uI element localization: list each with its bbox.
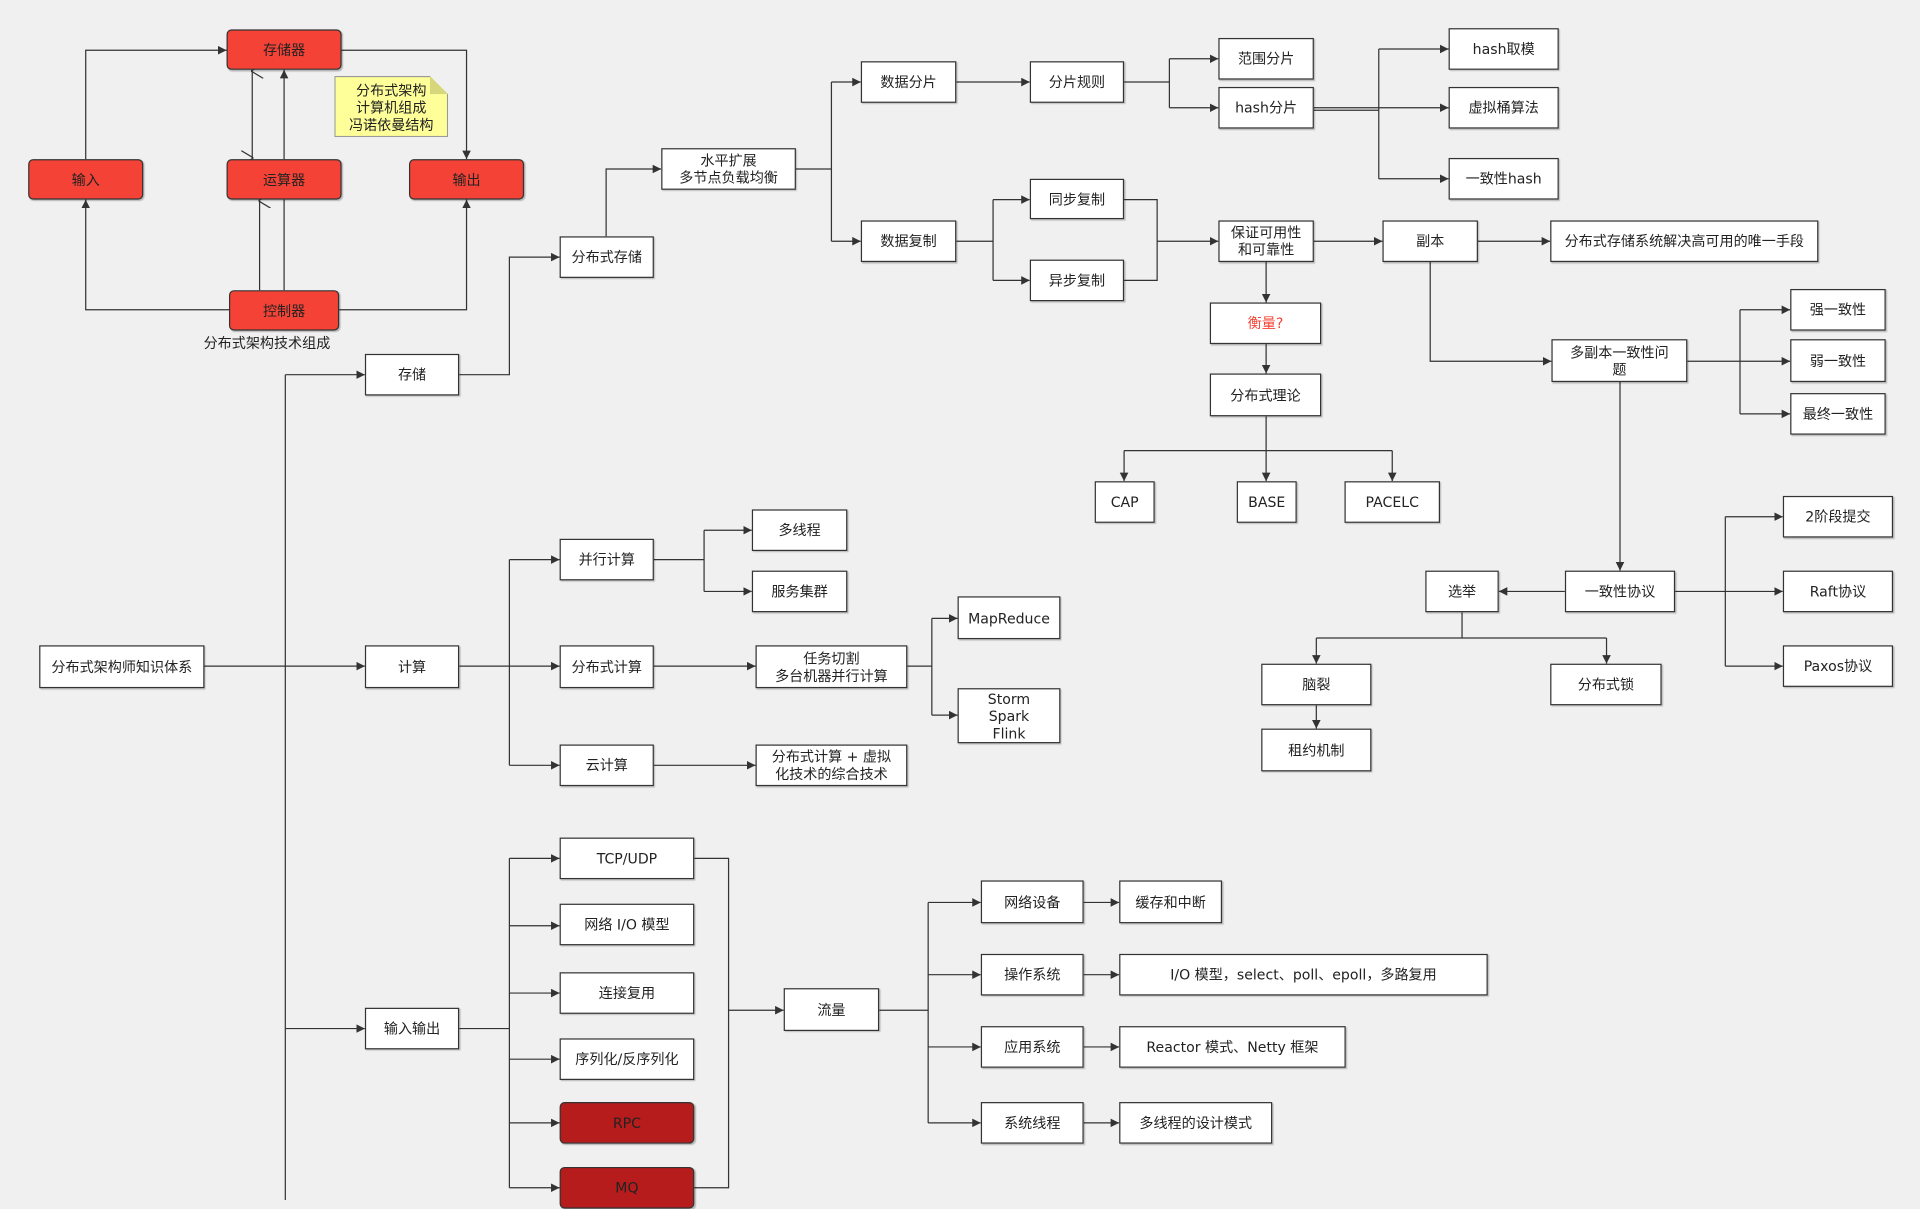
node-tcp[interactable]: TCP/UDP	[559, 837, 695, 880]
node-thread-desc[interactable]: 多线程的设计模式	[1119, 1102, 1273, 1144]
node-cloud[interactable]: 云计算	[559, 744, 654, 787]
node-serialize[interactable]: 序列化/反序列化	[559, 1038, 695, 1081]
node-app-desc[interactable]: Reactor 模式、Netty 框架	[1119, 1026, 1346, 1068]
node-compute[interactable]: 计算	[364, 645, 460, 689]
node-replica[interactable]: 副本	[1382, 220, 1478, 263]
node-task-split[interactable]: 任务切割 多台机器并行计算	[755, 645, 908, 689]
node-async-rep[interactable]: 异步复制	[1029, 259, 1125, 302]
node-weak[interactable]: 弱一致性	[1790, 339, 1886, 383]
node-hash-mod[interactable]: hash取模	[1448, 28, 1559, 70]
node-os-desc[interactable]: I/O 模型，select、poll、epoll，多路复用	[1119, 953, 1488, 996]
node-cloud-desc[interactable]: 分布式计算 + 虚拟 化技术的综合技术	[755, 744, 908, 787]
node-os[interactable]: 操作系统	[980, 953, 1084, 996]
node-sync-rep[interactable]: 同步复制	[1029, 178, 1125, 220]
node-measure[interactable]: 衡量?	[1209, 302, 1322, 345]
node-sharding[interactable]: 数据分片	[860, 61, 957, 103]
connector	[605, 164, 662, 237]
node-netio[interactable]: 网络 I/O 模型	[559, 903, 695, 946]
node-conn-reuse[interactable]: 连接复用	[559, 972, 695, 1014]
node-storage-unit[interactable]: 存储器	[226, 29, 342, 70]
node-dist-theory[interactable]: 分布式理论	[1209, 373, 1322, 417]
node-input-unit[interactable]: 输入	[28, 159, 144, 200]
node-consistent-hash[interactable]: 一致性hash	[1448, 157, 1559, 200]
node-replication[interactable]: 数据复制	[860, 220, 957, 263]
node-two-pc[interactable]: 2阶段提交	[1782, 495, 1894, 538]
node-multi-replica[interactable]: 多副本一致性问 题	[1551, 339, 1688, 383]
node-stream[interactable]: Storm Spark Flink	[957, 688, 1061, 744]
sticky-note: 分布式架构 计算机组成 冯诺依曼结构	[334, 75, 449, 138]
node-traffic[interactable]: 流量	[783, 988, 880, 1032]
node-availability[interactable]: 保证可用性 和可靠性	[1218, 220, 1314, 263]
connector	[85, 45, 227, 160]
diagram-caption: 分布式架构技术组成	[203, 334, 331, 352]
node-mapreduce[interactable]: MapReduce	[957, 596, 1061, 640]
node-range-shard[interactable]: 范围分片	[1218, 37, 1314, 80]
node-dist-lock[interactable]: 分布式锁	[1550, 663, 1662, 706]
connector	[341, 49, 471, 160]
node-app-sys[interactable]: 应用系统	[980, 1026, 1084, 1068]
node-dist-storage[interactable]: 分布式存储	[559, 236, 654, 278]
connector	[694, 857, 730, 1189]
node-storage[interactable]: 存储	[364, 353, 460, 396]
node-horizontal[interactable]: 水平扩展 多节点负载均衡	[661, 148, 796, 190]
node-replica-desc[interactable]: 分布式存储系统解决高可用的唯一手段	[1550, 220, 1819, 263]
node-pacelc[interactable]: PACELC	[1344, 481, 1441, 523]
node-strong[interactable]: 强一致性	[1790, 288, 1886, 331]
connector	[81, 199, 229, 311]
node-net-device[interactable]: 网络设备	[980, 880, 1084, 924]
connector	[339, 199, 471, 311]
node-hash-shard[interactable]: hash分片	[1218, 86, 1314, 129]
node-base[interactable]: BASE	[1236, 481, 1297, 523]
node-alu[interactable]: 运算器	[226, 159, 342, 200]
node-raft[interactable]: Raft协议	[1782, 570, 1894, 613]
node-paxos[interactable]: Paxos协议	[1782, 645, 1894, 687]
node-lease[interactable]: 租约机制	[1261, 728, 1372, 772]
node-output-unit[interactable]: 输出	[408, 159, 525, 200]
node-controller[interactable]: 控制器	[228, 290, 340, 331]
node-dist-compute[interactable]: 分布式计算	[559, 645, 654, 689]
node-root[interactable]: 分布式架构师知识体系	[39, 645, 205, 689]
node-protocol[interactable]: 一致性协议	[1564, 570, 1676, 613]
node-eventual[interactable]: 最终一致性	[1790, 393, 1886, 435]
connector	[459, 252, 560, 376]
node-multithread[interactable]: 多线程	[751, 509, 848, 552]
node-cache-irq[interactable]: 缓存和中断	[1119, 880, 1223, 924]
connector	[1124, 198, 1158, 282]
node-shard-rule[interactable]: 分片规则	[1029, 61, 1125, 103]
node-virtual-bucket[interactable]: 虚拟桶算法	[1448, 86, 1559, 129]
node-io[interactable]: 输入输出	[364, 1007, 460, 1050]
node-parallel[interactable]: 并行计算	[559, 538, 654, 581]
node-cluster[interactable]: 服务集群	[751, 570, 848, 613]
connector	[1429, 262, 1552, 366]
node-split-brain[interactable]: 脑裂	[1261, 663, 1372, 706]
node-cap[interactable]: CAP	[1094, 481, 1155, 523]
node-election[interactable]: 选举	[1425, 570, 1499, 613]
node-rpc[interactable]: RPC	[559, 1102, 695, 1144]
node-sys-thread[interactable]: 系统线程	[980, 1102, 1084, 1144]
node-mq[interactable]: MQ	[559, 1166, 695, 1209]
